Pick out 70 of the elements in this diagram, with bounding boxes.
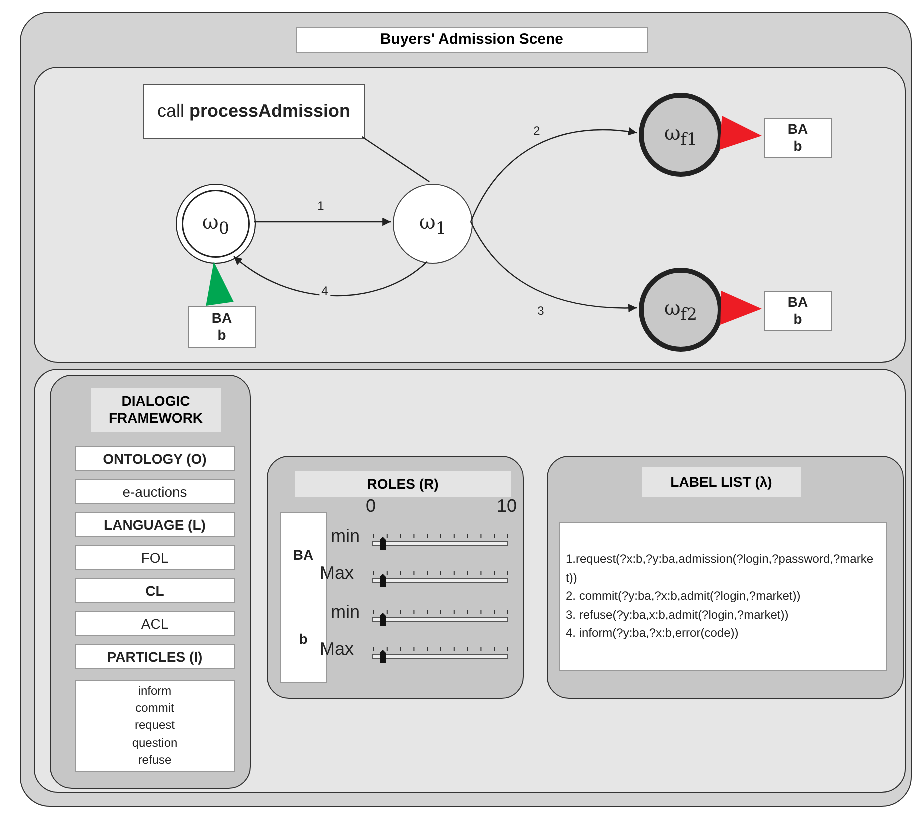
slider-label: min: [331, 527, 360, 545]
heading-box: [75, 512, 235, 537]
panel-heading: LABEL LIST (λ): [642, 467, 801, 497]
state-label: ω$_{f2}$: [664, 296, 698, 324]
message-label: 3. refuse(?y:ba,x:b,admit(?login,?market)): [566, 606, 789, 624]
panel-heading: DIALOGIC FRAMEWORK: [91, 388, 221, 432]
panel: [50, 375, 251, 789]
slider-label: Max: [320, 564, 354, 582]
particle-label: refuse: [138, 752, 172, 770]
edge-label: 2: [532, 125, 542, 137]
edge-label: 3: [536, 305, 546, 317]
state-label: ω$_{f1}$: [664, 121, 698, 149]
call-label: call processAdmission: [157, 101, 351, 122]
value-label: ACL: [141, 616, 169, 632]
edge-label: 4: [320, 285, 330, 297]
particle-label: request: [134, 717, 176, 734]
arrow: [234, 256, 428, 297]
value-box: [75, 545, 235, 570]
heading-label: CL: [146, 582, 164, 598]
panel: [34, 67, 906, 363]
message-label: 4. inform(?y:ba,?x:b,error(code)): [566, 625, 739, 642]
role-label: b: [299, 631, 308, 648]
heading-box: [75, 644, 235, 669]
panel-heading: ROLES (R): [295, 471, 511, 497]
scene-panel: [20, 12, 912, 807]
panel: [34, 369, 906, 793]
call-box: [143, 84, 365, 139]
role-label: BA: [212, 310, 232, 327]
particle-label: inform: [138, 682, 172, 700]
particle-label: commit: [136, 700, 174, 717]
arrow: [470, 128, 638, 222]
value-label: e-auctions: [122, 484, 188, 500]
arrow: [254, 218, 391, 226]
edge-label: 1: [316, 200, 326, 212]
role-label: BA: [788, 294, 808, 311]
heading-box: [75, 446, 235, 471]
message-label: 2. commit(?y:ba,?x:b,admit(?login,?market)): [566, 588, 801, 606]
panel: [547, 456, 904, 699]
triangle-connector: [206, 262, 234, 306]
connector-line: [362, 136, 430, 182]
heading-box: [75, 578, 235, 603]
triangle-connector: [720, 291, 762, 325]
role-label: b: [794, 311, 802, 328]
value-box: [75, 479, 235, 504]
list-box: [75, 680, 235, 772]
heading-label: LANGUAGE (L): [104, 516, 206, 532]
panel-heading: Buyers' Admission Scene: [296, 27, 648, 53]
heading-label: ONTOLOGY (O): [103, 450, 207, 466]
arrow: [470, 222, 637, 312]
role-label: b: [794, 138, 802, 156]
slider-label: Max: [320, 640, 354, 658]
message-label: 1.request(?x:b,?y:ba,admission(?login,?password,?market)): [566, 551, 874, 587]
panel: [267, 456, 524, 699]
role-label: b: [218, 327, 226, 344]
value-label: FOL: [141, 550, 169, 566]
particle-label: question: [132, 734, 178, 752]
slider-label: min: [331, 603, 360, 621]
triangle-connector: [720, 116, 762, 150]
list-box: [559, 522, 887, 671]
state-label: ω$_{0}$: [202, 210, 230, 238]
role-box: [764, 291, 832, 331]
role-box: [764, 118, 832, 158]
heading-label: PARTICLES (I): [107, 648, 203, 664]
value-box: [75, 611, 235, 636]
scale-label: 0: [366, 497, 376, 515]
role-label: BA: [788, 120, 808, 138]
role-label: BA: [293, 546, 314, 564]
scale-label: 10: [497, 497, 518, 515]
role-box: [188, 306, 256, 348]
state-label: ω$_{1}$: [420, 210, 446, 238]
